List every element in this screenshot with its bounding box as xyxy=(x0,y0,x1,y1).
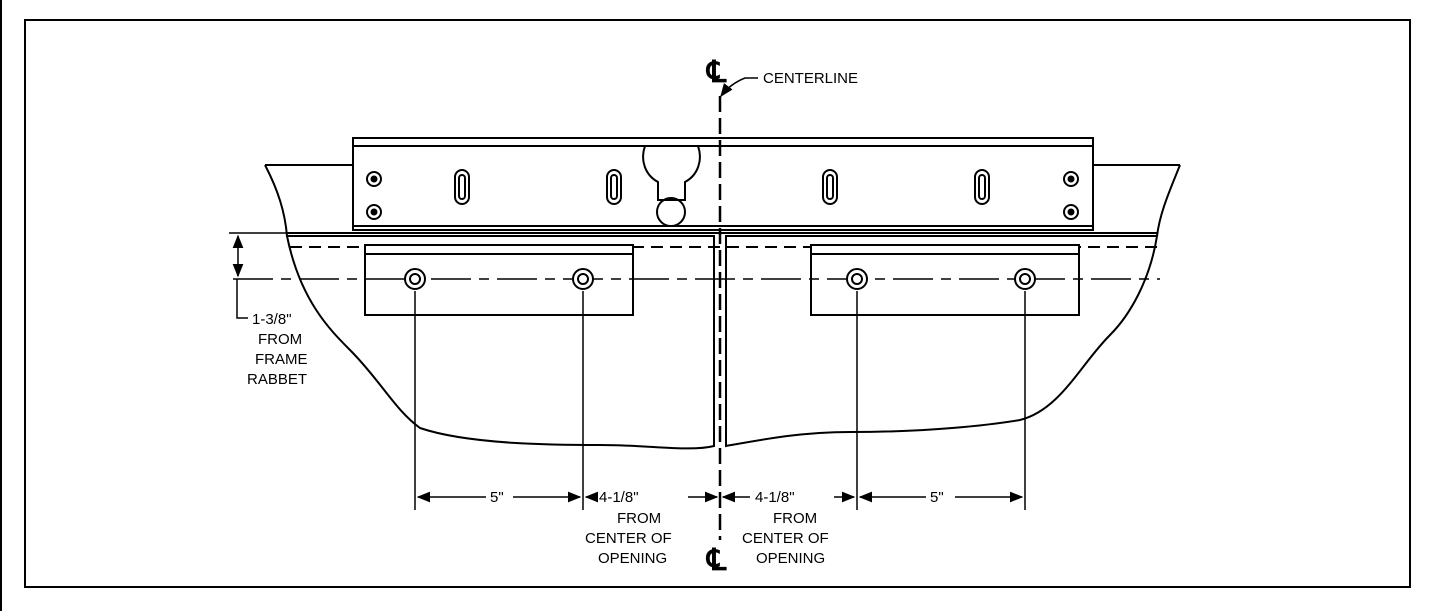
left-offset-line2: FROM xyxy=(617,510,661,527)
rabbet-dimension-line4: RABBET xyxy=(247,371,307,388)
mounting-holes xyxy=(404,268,1036,290)
bracket-slots xyxy=(454,169,990,205)
right-door-outline xyxy=(725,164,1180,448)
drawing-frame xyxy=(24,19,1411,588)
keyhole-cutout xyxy=(642,145,701,201)
centerline-symbol-bottom: ℄ xyxy=(705,544,727,577)
left-offset-value: 4-1/8" xyxy=(599,489,639,506)
right-door-top-edge xyxy=(1156,164,1181,237)
left-spacing-label: 5" xyxy=(490,489,504,506)
bracket-screws xyxy=(366,171,1079,220)
left-door-top-edge xyxy=(264,164,288,237)
rabbet-dimension-line3: FRAME xyxy=(255,351,308,368)
right-spacing-label: 5" xyxy=(930,489,944,506)
left-door-outline xyxy=(265,164,715,450)
right-offset-line3: CENTER OF xyxy=(742,530,829,547)
rabbet-dimension-value: 1-3/8" xyxy=(252,311,292,328)
left-offset-line4: OPENING xyxy=(598,550,667,567)
right-offset-line4: OPENING xyxy=(756,550,825,567)
right-offset-value: 4-1/8" xyxy=(755,489,795,506)
right-offset-line2: FROM xyxy=(773,510,817,527)
centerline-label: CENTERLINE xyxy=(763,70,858,87)
centerline-symbol-top: ℄ xyxy=(705,56,727,89)
header-bracket xyxy=(352,137,1094,231)
left-edge-rule xyxy=(0,0,2,611)
rabbet-dimension-line2: FROM xyxy=(258,331,302,348)
left-offset-line3: CENTER OF xyxy=(585,530,672,547)
